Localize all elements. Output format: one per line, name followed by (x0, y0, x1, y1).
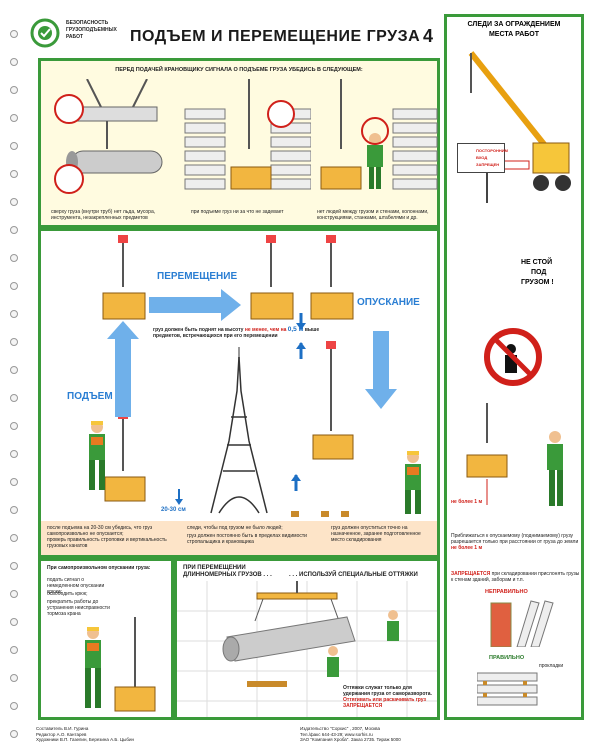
crane-fence-illustration (458, 51, 571, 203)
note-left-1: после подъема на 20-30 см убедись, что г… (47, 525, 153, 537)
note-center-1: следи, чтобы под грузом не было людей; (187, 525, 283, 531)
no-entry-sign: ПОСТОРОННИМ ВХОД ЗАПРЕЩЕН (457, 143, 508, 173)
self-lowering-heading: При самопроизвольном опускании груза: (47, 565, 151, 571)
safety-column: СЛЕДИ ЗА ОГРАЖДЕНИЕМ МЕСТА РАБОТ ПОСТОРО… (444, 14, 584, 720)
no-people-illustration (320, 79, 438, 190)
label-lower: ОПУСКАНИЕ (357, 297, 420, 308)
self-lowering-illustration (85, 617, 156, 712)
dont-stand-3: ГРУЗОМ ! (521, 279, 554, 286)
caption-no-snag: при подъеме груз ни за что не задевает (191, 209, 284, 215)
note-right: груз должен опуститься точно на назначен… (331, 525, 421, 543)
pipe-tagline-illustration (177, 581, 437, 717)
binder-holes (10, 0, 20, 756)
inspection-panel: ПЕРЕД ПОДАЧЕЙ КРАНОВЩИКУ СИГНАЛА О ПОДЪЕ… (38, 58, 440, 228)
correct-stacking-illustration (477, 672, 538, 706)
long-loads-panel: ПРИ ПЕРЕМЕЩЕНИИ ДЛИННОМЕРНЫХ ГРУЗОВ . . … (174, 558, 440, 720)
note-center-2: груз должен постоянно быть в пределах ви… (187, 533, 307, 545)
org-line-1: БЕЗОПАСНОСТЬ (66, 20, 109, 26)
wrong-label: НЕПРАВИЛЬНО (485, 589, 528, 595)
caption-no-people: нет людей между грузом и стенами, колонн… (317, 209, 429, 221)
page-number: 4 (423, 26, 434, 46)
dont-stand-2: ПОД (531, 269, 547, 276)
org-line-3: РАБОТ (66, 34, 84, 40)
right-label: ПРАВИЛЬНО (489, 655, 525, 661)
caption-debris: сверху груза (внутри труб) нет льда, мус… (51, 209, 156, 221)
header: БЕЗОПАСНОСТЬ ГРУЗОПОДЪЕМНЫХ РАБОТ ПОДЪЕМ… (30, 18, 440, 58)
gap-label: 20-30 см (161, 507, 186, 513)
dont-stand-1: НЕ СТОЙ (521, 259, 553, 266)
long-loads-line-3: . . . ИСПОЛЬЗУЙ СПЕЦИАЛЬНЫЕ ОТТЯЖКИ (289, 572, 418, 578)
note-left-2: проверь правильность строповки и вертика… (47, 537, 167, 549)
height-note: груз должен быть поднят на высоту не мен… (153, 326, 320, 339)
label-lift: ПОДЪЕМ (67, 391, 113, 402)
forbidden-note: ЗАПРЕЩАЕТСЯ при складировании прислонять… (451, 571, 580, 583)
inspection-heading: ПЕРЕД ПОДАЧЕЙ КРАНОВЩИКУ СИГНАЛА О ПОДЪЕ… (115, 67, 363, 73)
page-title: ПОДЪЕМ И ПЕРЕМЕЩЕНИЕ ГРУЗА (130, 28, 421, 45)
wrong-stacking-illustration (490, 600, 554, 647)
label-move: ПЕРЕМЕЩЕНИЕ (157, 271, 238, 282)
logo-icon (30, 18, 60, 48)
fence-heading-2: МЕСТА РАБОТ (488, 31, 540, 38)
org-line-2: ГРУЗОПОДЪЕМНЫХ (66, 27, 117, 33)
pipe-check-illustration (54, 79, 163, 194)
no-standing-sign-icon (484, 328, 542, 386)
pads-label: прокладки (539, 663, 564, 669)
approach-note: Приближаться к опускаемому (поднимаемому… (451, 533, 579, 551)
clearance-illustration (184, 79, 311, 190)
long-loads-line-1: ПРИ ПЕРЕМЕЩЕНИИ (183, 565, 246, 571)
lift-move-panel: ПЕРЕМЕЩЕНИЕ ОПУСКАНИЕ ПОДЪЕМ груз должен… (38, 228, 440, 558)
ropes-note: Оттяжки служат только для удержания груз… (343, 685, 432, 697)
approach-load-illustration (466, 403, 563, 506)
self-step-1: подать сигнал о немедленном опускании кр… (47, 577, 105, 595)
self-step-3: прекратить работы до устранения неисправ… (47, 599, 110, 617)
limit-label: не более 1 м (451, 499, 483, 505)
notes-strip: после подъема на 20-30 см убедись, что г… (41, 521, 437, 555)
fence-heading-1: СЛЕДИ ЗА ОГРАЖДЕНИЕМ (467, 21, 561, 28)
self-step-2: освободить крюк; (47, 591, 88, 597)
long-loads-line-2: ДЛИННОМЕРНЫХ ГРУЗОВ . . . (183, 572, 272, 578)
lift-move-lower-diagram (89, 235, 421, 517)
self-lowering-panel: При самопроизвольном опускании груза: по… (38, 558, 174, 720)
ropes-forbidden: Оттягивать или раскачивать груз ЗАПРЕЩАЕ… (343, 697, 426, 709)
